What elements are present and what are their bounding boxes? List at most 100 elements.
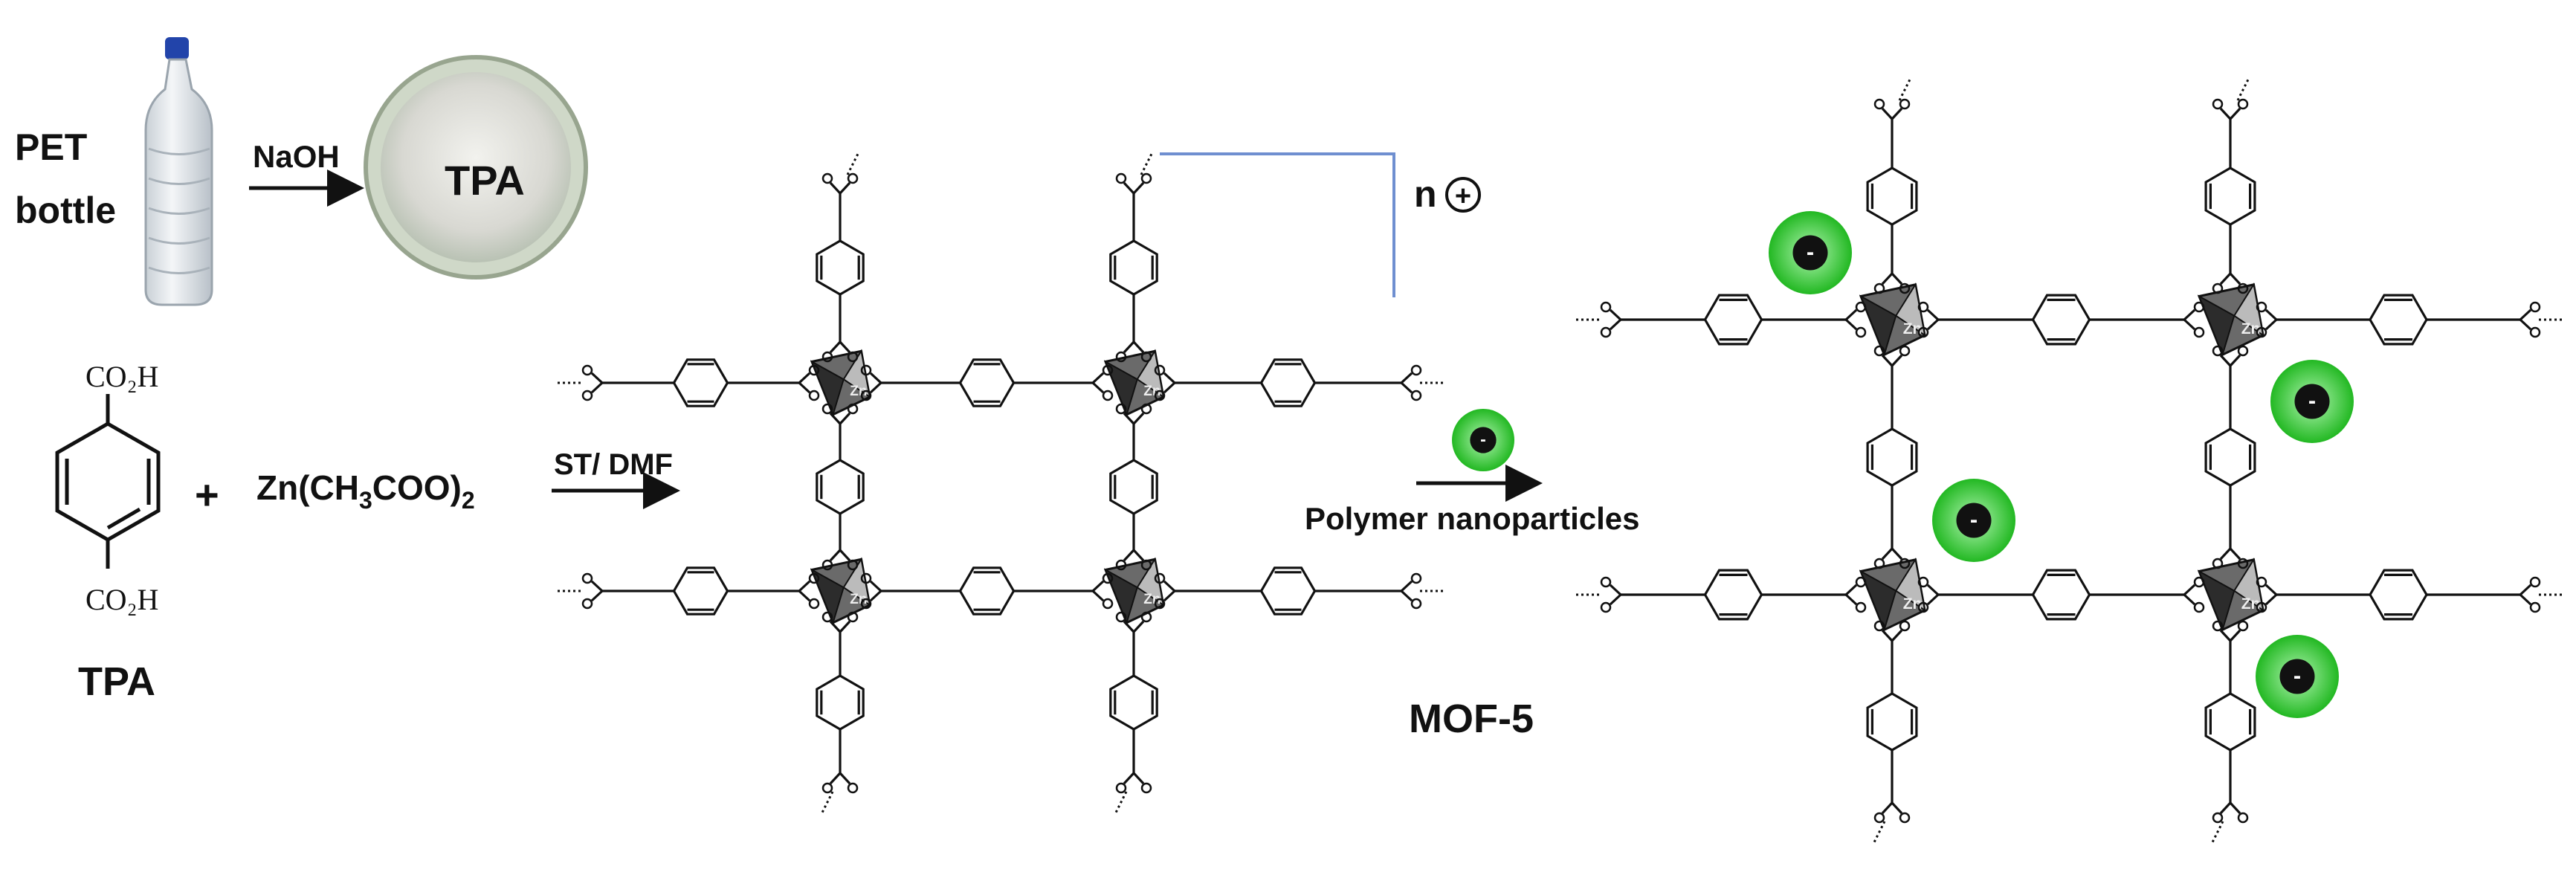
zn-cluster: Zn [2197,282,2265,358]
minus-sign: - [2293,662,2301,688]
oxygen-atom [1102,572,1114,584]
oxygen-atom [2256,601,2267,613]
benzene-ring [2031,569,2091,621]
oxygen-atom [1115,351,1127,363]
negative-nanoparticle: - [1452,409,1514,471]
polymer-bracket [1160,152,1395,297]
minus-sign: - [2308,387,2316,413]
oxygen-atom [808,364,820,376]
benzene-ring [2204,692,2256,752]
benzene-ring [816,674,865,731]
positive-charge-sign: + [1455,181,1471,212]
oxygen-atom [847,172,859,184]
benzene-ring [1259,358,1317,407]
oxygen-atom [1154,364,1166,376]
benzene-ring [672,566,729,616]
oxygen-atom [821,403,833,415]
oxygen-atom [2212,282,2224,294]
oxygen-atom [808,390,820,401]
tpa-dish-label: TPA [445,157,525,204]
oxygen-atom [581,572,593,584]
oxygen-atom [581,364,593,376]
oxygen-atom [2529,326,2541,338]
oxygen-atom [2212,620,2224,632]
zn-cluster: Zn [810,349,871,417]
oxygen-atom [2212,812,2224,824]
dotted-bond [2236,77,2250,101]
oxygen-atom [1140,172,1152,184]
oxygen-atom [1140,782,1152,794]
oxygen-atom [1899,620,1911,632]
oxygen-atom [2193,301,2205,313]
oxygen-atom [1855,301,1867,313]
zn-atom-label: Zn [1143,592,1161,607]
oxygen-atom [1899,812,1911,824]
oxygen-atom [808,572,820,584]
oxygen-atom [1410,598,1422,610]
benzene-ring [1109,459,1158,515]
benzene-ring [958,358,1016,407]
minus-sign: - [1970,506,1978,532]
mof5-label: MOF-5 [1409,697,1534,741]
oxygen-atom [821,351,833,363]
pet-label-line1: PET [15,126,87,168]
oxygen-atom [1899,98,1911,110]
oxygen-atom [1899,282,1911,294]
oxygen-atom [1899,558,1911,569]
oxygen-atom [1115,172,1127,184]
oxygen-atom [1102,598,1114,610]
zn-atom-label: Zn [2241,320,2261,337]
oxygen-atom [1140,611,1152,623]
oxygen-atom [2193,326,2205,338]
pet-label-line2: bottle [15,190,116,231]
oxygen-atom [1600,326,1612,338]
benzene-ring [1703,294,1763,346]
zn-cluster: Zn [1859,558,1926,633]
oxygen-atom [581,390,593,401]
benzene-ring [816,239,865,296]
oxygen-atom [1873,282,1885,294]
oxygen-atom [821,559,833,571]
oxygen-atom [1154,572,1166,584]
oxygen-atom [1873,558,1885,569]
zn-atom-label: Zn [850,384,867,399]
oxygen-atom [2237,282,2249,294]
dotted-bond [1872,821,1886,844]
oxygen-atom [860,572,872,584]
oxygen-atom [1140,351,1152,363]
nanoparticle-marker: - [1452,409,1514,471]
oxygen-atom [2237,558,2249,569]
zn-cluster: Zn [1103,557,1165,625]
oxygen-atom [1917,601,1929,613]
zn-atom-label: Zn [1143,384,1161,399]
plus-sign: + [195,471,219,518]
positive-charge-icon [1445,177,1481,213]
benzene-ring [1109,239,1158,296]
minus-sign: - [1807,239,1814,265]
oxygen-atom [847,611,859,623]
benzene-ring [816,459,865,515]
oxygen-atom [1410,572,1422,584]
benzene-ring [958,566,1016,616]
zn-cluster: Zn [1859,282,1926,358]
oxygen-atom [1917,576,1929,588]
zn-cluster: Zn [810,557,871,625]
oxygen-atom [1102,390,1114,401]
oxygen-atom [1115,782,1127,794]
oxygen-atom [1154,390,1166,401]
oxygen-atom [1873,812,1885,824]
naoh-label: NaOH [253,139,340,174]
oxygen-atom [2212,345,2224,357]
oxygen-atom [1140,403,1152,415]
benzene-ring [1259,566,1317,616]
oxygen-atom [2237,620,2249,632]
pet-bottle-image [144,37,213,306]
zn-atom-label: Zn [850,592,867,607]
oxygen-atom [2256,301,2267,313]
dotted-bond [1898,77,1912,101]
oxygen-atom [821,782,833,794]
zn-atom-label: Zn [1903,595,1923,613]
